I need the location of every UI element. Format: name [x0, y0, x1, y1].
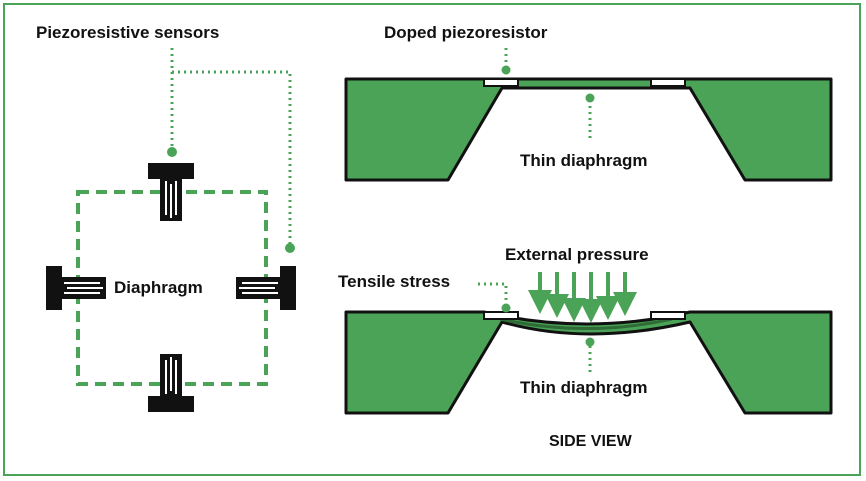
tensile-stress-leader — [478, 282, 508, 306]
top-view — [46, 48, 296, 412]
thin-diaphragm-label-top: Thin diaphragm — [520, 151, 648, 170]
doped-piezoresistor-left-bottom — [483, 311, 519, 320]
tensile-stress-label: Tensile stress — [338, 272, 451, 291]
leader-dot-right-sensor — [285, 243, 295, 253]
diaphragm-label: Diaphragm — [114, 278, 203, 297]
pressure-arrows — [528, 272, 637, 323]
doped-piezoresistor-left-top — [483, 78, 519, 87]
side-view-unloaded — [344, 48, 833, 182]
piezoresistive-sensors-label: Piezoresistive sensors — [36, 23, 220, 42]
substrate-unloaded — [344, 77, 833, 182]
sensors-leader-lines — [170, 48, 292, 246]
doped-piezoresistor-label: Doped piezoresistor — [384, 23, 548, 42]
side-view-loaded — [344, 272, 833, 415]
bent-diaphragm-highlight — [499, 317, 673, 330]
side-view-label: SIDE VIEW — [549, 433, 632, 450]
substrate-loaded — [344, 310, 833, 415]
piezoresistor-left — [46, 266, 106, 310]
doped-piezoresistor-right-bottom — [650, 311, 686, 320]
leader-dot-top-sensor — [167, 147, 177, 157]
piezoresistor-top — [148, 163, 194, 221]
piezoresistor-right — [236, 266, 296, 310]
doped-piezoresistor-right-top — [650, 78, 686, 87]
piezoresistor-bottom — [148, 354, 194, 412]
external-pressure-label: External pressure — [505, 245, 649, 264]
thin-diaphragm-label-bottom: Thin diaphragm — [520, 378, 648, 397]
